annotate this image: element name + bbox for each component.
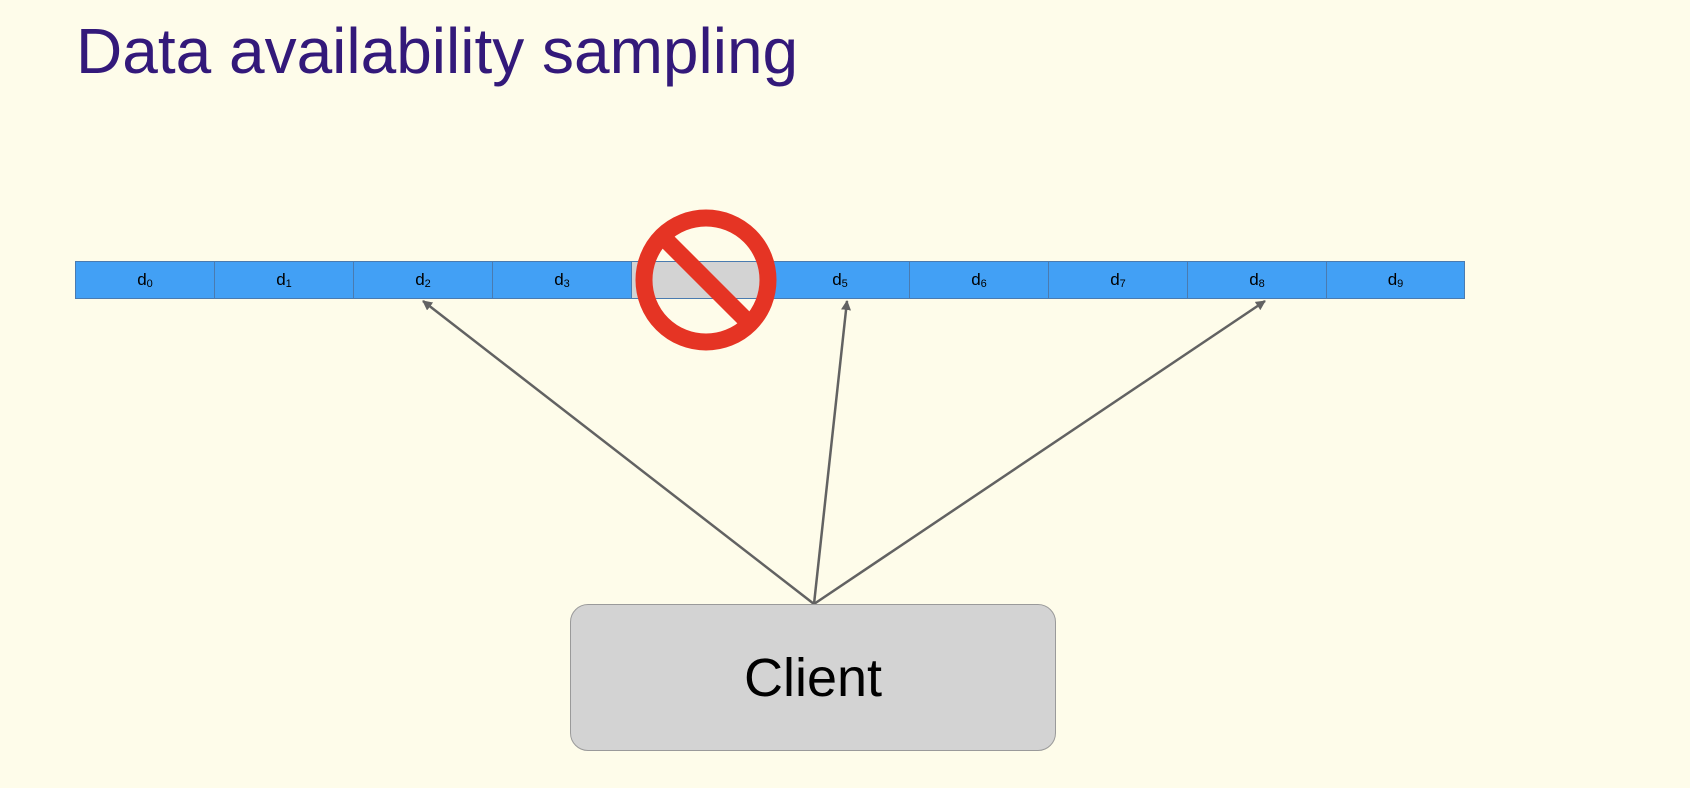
prohibited-icon: [635, 209, 777, 351]
cell-index: 6: [980, 278, 987, 290]
cell-label: d: [554, 270, 564, 289]
cell-label: d: [415, 270, 425, 289]
cell-label: d: [832, 270, 842, 289]
sample-arrow-d2: [422, 300, 815, 605]
cell-index: 0: [146, 278, 153, 290]
slide-title: Data availability sampling: [76, 15, 799, 87]
cell-index: 2: [424, 278, 431, 290]
sample-arrow-d8: [813, 299, 1266, 606]
cell-label: d: [1387, 270, 1398, 289]
cell-index: 5: [841, 278, 848, 290]
cell-index: 3: [563, 278, 570, 290]
cell-label: d: [1249, 270, 1259, 289]
cell-index: 8: [1258, 278, 1265, 290]
client-node: Client: [570, 604, 1056, 751]
cell-label: d: [1110, 270, 1120, 289]
cell-label: d: [276, 270, 286, 289]
cell-index: 1: [285, 278, 292, 290]
sample-arrow-d5: [812, 300, 851, 605]
cell-index: 9: [1397, 278, 1404, 290]
cell-label: d: [971, 270, 981, 289]
cell-index: 7: [1119, 278, 1126, 290]
cell-label: d: [137, 270, 147, 289]
